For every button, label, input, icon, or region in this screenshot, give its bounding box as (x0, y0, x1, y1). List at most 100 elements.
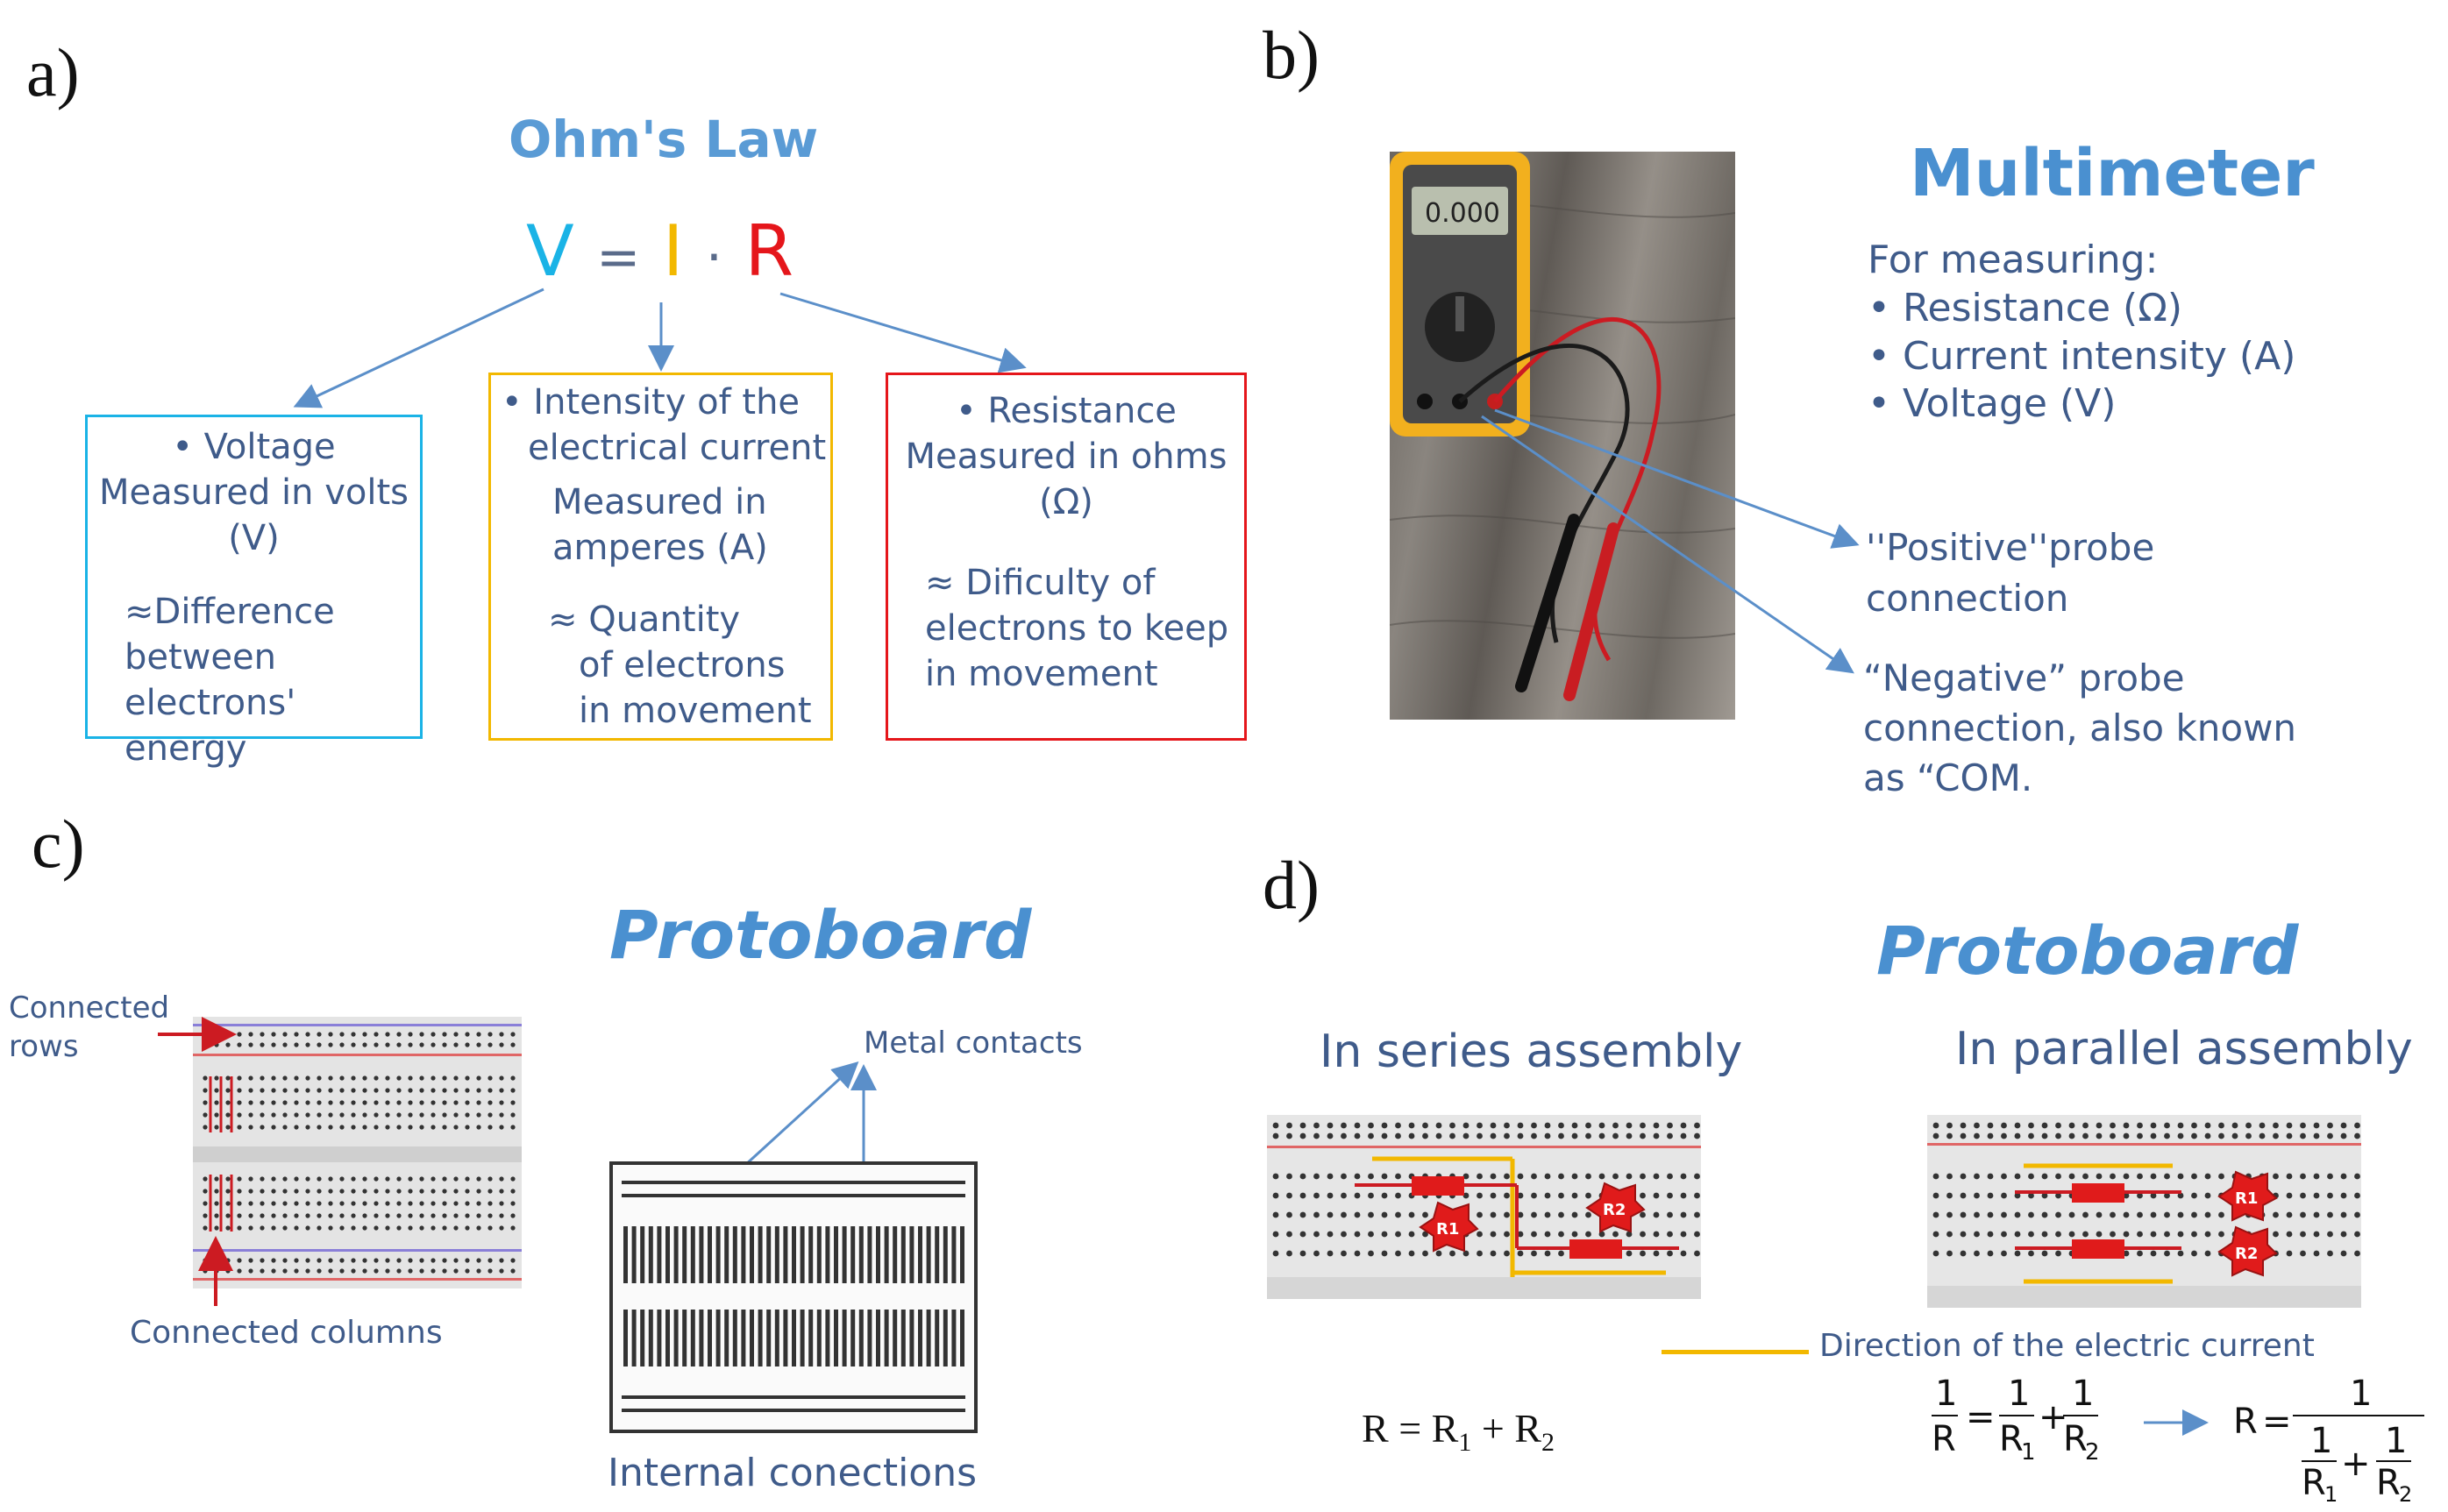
hole (1558, 1173, 1564, 1180)
metal-strip (631, 1310, 637, 1366)
hole (351, 1032, 356, 1037)
hole (499, 1176, 504, 1182)
hole (2313, 1132, 2320, 1139)
hole (465, 1213, 470, 1218)
hole (385, 1100, 390, 1105)
hole (2164, 1211, 2170, 1218)
hole (385, 1268, 390, 1274)
hole (2014, 1122, 2021, 1129)
hole (1558, 1132, 1564, 1139)
hole (2340, 1250, 2347, 1257)
hole (2014, 1211, 2021, 1218)
legend-current-swatch (1662, 1350, 1809, 1354)
hole (237, 1258, 242, 1263)
hole (1585, 1192, 1591, 1199)
hole (465, 1042, 470, 1047)
hole (203, 1201, 208, 1206)
hole (1531, 1132, 1537, 1139)
hole (1932, 1231, 1939, 1238)
hole (499, 1075, 504, 1081)
hole (362, 1032, 367, 1037)
hole (499, 1088, 504, 1093)
hole (1327, 1192, 1334, 1199)
hole (374, 1075, 379, 1081)
hole (2245, 1132, 2252, 1139)
hole (419, 1125, 424, 1130)
hole (2327, 1231, 2333, 1238)
hole (1558, 1122, 1564, 1129)
hole (328, 1032, 333, 1037)
hole (465, 1268, 470, 1274)
hole (2218, 1211, 2224, 1218)
hole (225, 1125, 231, 1130)
hole (225, 1201, 231, 1206)
hole (510, 1032, 516, 1037)
hole (396, 1258, 402, 1263)
hole (2123, 1211, 2130, 1218)
metal-strip (808, 1226, 814, 1283)
hole (294, 1176, 299, 1182)
peq-sub2-s: 2 (2399, 1482, 2412, 1503)
hole (362, 1112, 367, 1118)
hole (510, 1189, 516, 1194)
hole (453, 1201, 459, 1206)
current-line1: Measured in (552, 482, 767, 522)
hole (237, 1125, 242, 1130)
hole (1341, 1192, 1347, 1199)
hole (453, 1075, 459, 1081)
metal-strip (900, 1226, 906, 1283)
hole (453, 1112, 459, 1118)
parallel-r2-text: R2 (2235, 1245, 2258, 1263)
hole (374, 1268, 379, 1274)
hole (1517, 1211, 1524, 1218)
arrow-positive (1494, 408, 1860, 549)
hole (1368, 1211, 1374, 1218)
hole (294, 1100, 299, 1105)
hole (2340, 1211, 2347, 1218)
hole (1286, 1211, 1292, 1218)
arrow-to-voltage (293, 287, 544, 408)
hole (214, 1088, 219, 1093)
hole (465, 1201, 470, 1206)
hole (476, 1032, 481, 1037)
hole (317, 1201, 322, 1206)
hole (1504, 1250, 1510, 1257)
hole (1354, 1132, 1361, 1139)
metal-strip (918, 1226, 922, 1283)
hole (396, 1032, 402, 1037)
hole (1449, 1132, 1455, 1139)
metal-strip (724, 1310, 729, 1366)
hole (2204, 1132, 2211, 1139)
hole (1571, 1192, 1578, 1199)
metal-strip (673, 1226, 679, 1283)
hole (2286, 1250, 2293, 1257)
hole (1490, 1192, 1497, 1199)
hole (317, 1100, 322, 1105)
hole (1987, 1231, 1994, 1238)
hole (1449, 1250, 1455, 1257)
hole (2218, 1231, 2224, 1238)
metal-strip (909, 1226, 914, 1283)
hole (317, 1268, 322, 1274)
metal-strip (682, 1310, 687, 1366)
hole (476, 1189, 481, 1194)
hole (248, 1189, 253, 1194)
hole (351, 1268, 356, 1274)
hole (2068, 1132, 2075, 1139)
hole (1477, 1132, 1483, 1139)
resistance-line2: (Ω) (1039, 482, 1093, 522)
hole (487, 1189, 493, 1194)
hole (2123, 1250, 2130, 1257)
hole (1974, 1231, 1980, 1238)
metal-strip (766, 1226, 772, 1283)
hole (499, 1225, 504, 1231)
protoboard-c-title: Protoboard (609, 896, 1032, 974)
hole (362, 1225, 367, 1231)
hole (1987, 1132, 1994, 1139)
metal-strip (909, 1310, 914, 1366)
hole (2286, 1122, 2293, 1129)
metal-strip (708, 1310, 712, 1366)
hole (271, 1100, 276, 1105)
hole (453, 1125, 459, 1130)
hole (2231, 1132, 2238, 1139)
